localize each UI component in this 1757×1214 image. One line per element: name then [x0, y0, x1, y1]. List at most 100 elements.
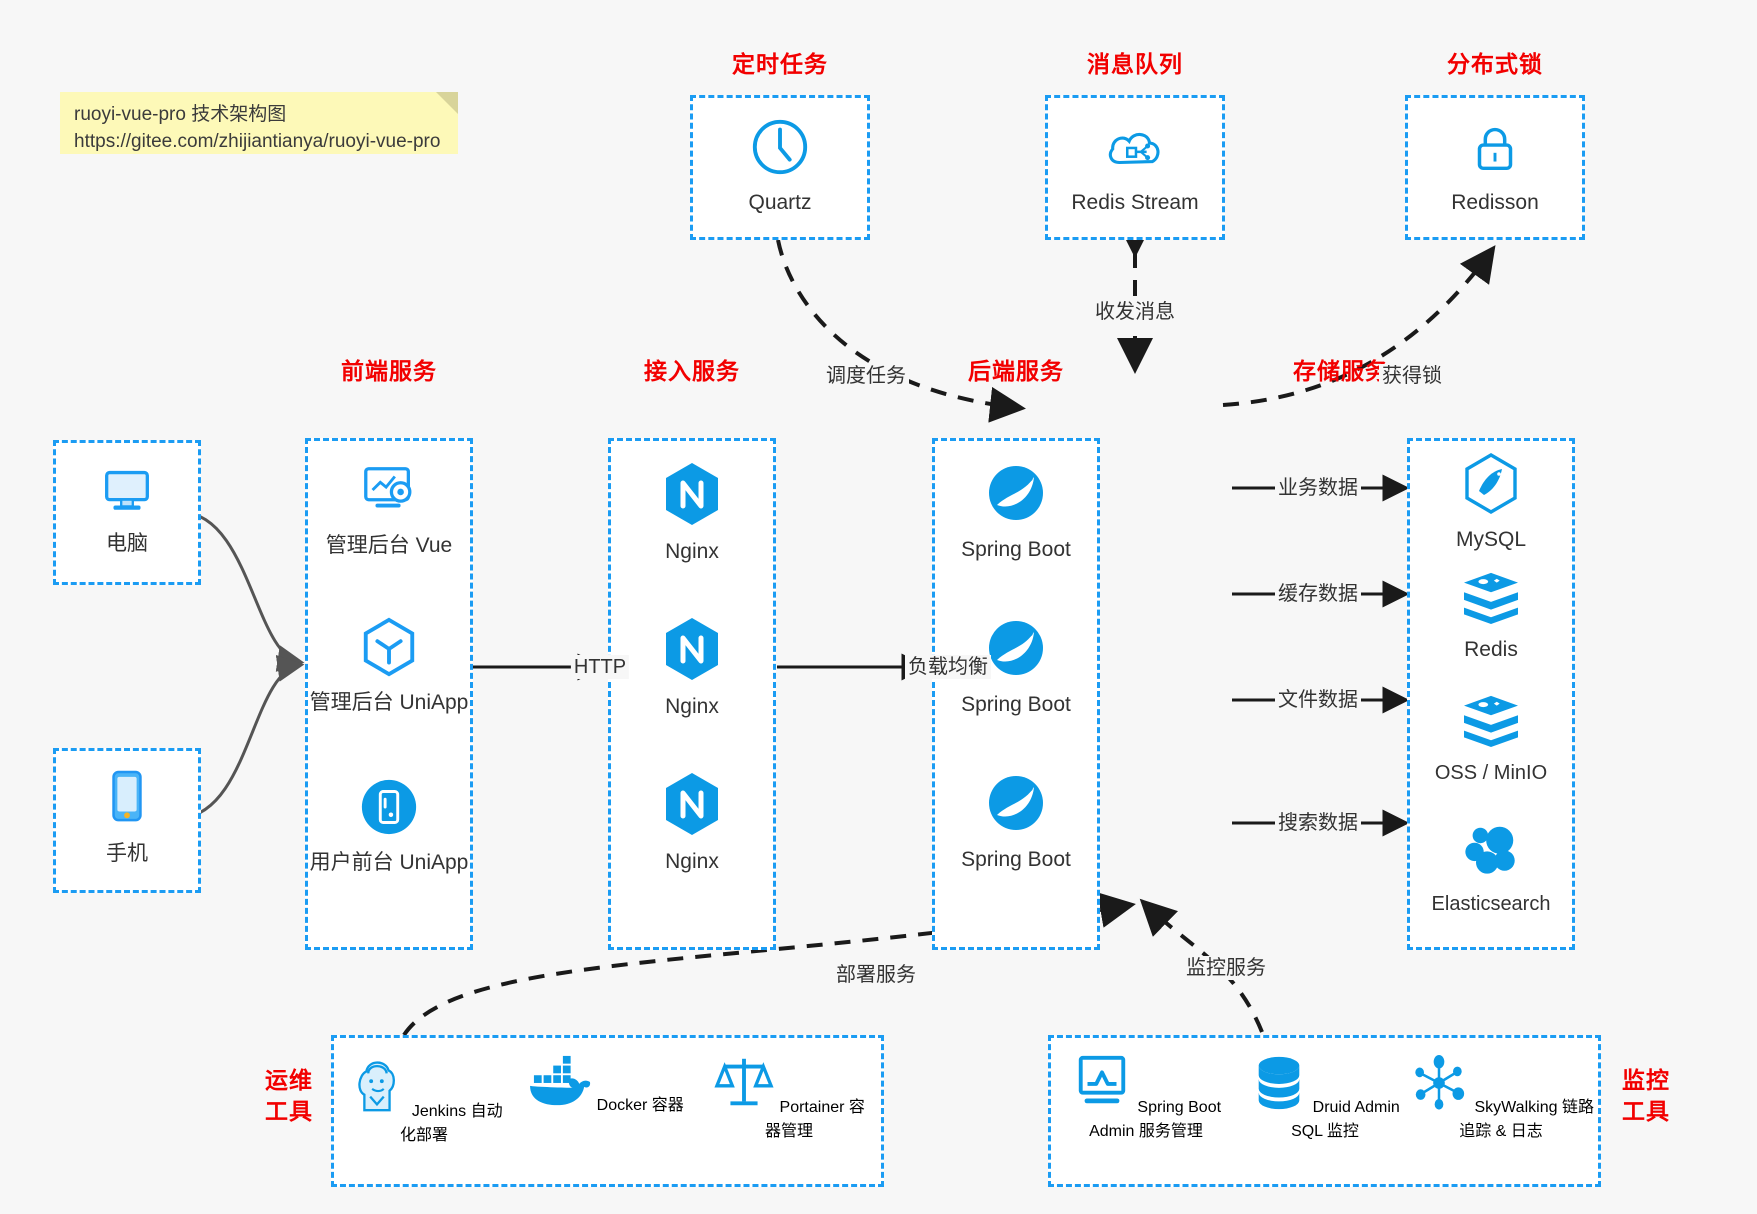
cloud-stream-icon [1048, 116, 1222, 183]
edge-label-http: HTTP [570, 655, 630, 679]
docker-icon [528, 1055, 596, 1114]
node-label: Docker [596, 1097, 648, 1114]
node-label: Portainer [779, 1099, 845, 1116]
node-desktop[interactable]: 电脑 [56, 459, 198, 558]
group-box-mobile-client: 手机 [53, 748, 201, 893]
database-icon [1250, 1056, 1312, 1116]
spring-boot-icon [935, 771, 1097, 840]
note-line-title: ruoyi-vue-pro 技术架构图 [74, 104, 287, 125]
node-label: Quartz [748, 191, 812, 214]
node-label: 手机 [106, 842, 148, 865]
group-title-gateway: 接入服务 [644, 358, 740, 384]
node-redisson[interactable]: Redisson [1408, 116, 1582, 217]
node-skywalking[interactable]: SkyWalking 链路追踪 & 日志 [1401, 1054, 1601, 1141]
node-spring-boot-2[interactable]: Spring Boot [935, 616, 1097, 719]
redis-icon [1410, 571, 1572, 630]
node-label: 管理后台 UniApp [309, 691, 469, 714]
node-sublabel: 容器管理 [764, 1099, 865, 1140]
node-mysql[interactable]: MySQL [1410, 453, 1572, 554]
edge-label-message: 收发消息 [1092, 300, 1178, 324]
node-spring-boot-3[interactable]: Spring Boot [935, 771, 1097, 874]
node-quartz[interactable]: Quartz [693, 116, 867, 217]
node-sublabel: SQL 监控 [1291, 1123, 1359, 1140]
node-elasticsearch[interactable]: Elasticsearch [1410, 819, 1572, 918]
nginx-icon [611, 616, 773, 687]
group-box-monitor: Spring Boot Admin 服务管理 Druid Admin SQL 监… [1048, 1035, 1601, 1187]
edge-label-acquire-lock: 获得锁 [1379, 364, 1445, 388]
group-title-mq: 消息队列 [1087, 51, 1183, 77]
oss-minio-icon [1410, 694, 1572, 753]
node-sublabel: 服务管理 [1138, 1123, 1203, 1140]
lock-icon [1408, 116, 1582, 183]
node-spring-boot-admin[interactable]: Spring Boot Admin 服务管理 [1047, 1054, 1245, 1141]
node-druid-admin[interactable]: Druid Admin SQL 监控 [1239, 1054, 1411, 1141]
elasticsearch-icon [1410, 819, 1572, 884]
group-title-monitor: 监控 工具 [1615, 1065, 1677, 1127]
spring-boot-icon [935, 616, 1097, 685]
node-label: Nginx [665, 695, 719, 718]
edge-label-monitor-service: 监控服务 [1183, 956, 1269, 980]
node-mobile[interactable]: 手机 [56, 767, 198, 868]
node-jenkins[interactable]: Jenkins 自动化部署 [344, 1054, 504, 1145]
edge-label-business-data: 业务数据 [1275, 476, 1361, 500]
uniapp-cube-icon [308, 616, 470, 683]
edge-label-load-balance: 负载均衡 [905, 655, 991, 679]
node-label: Nginx [665, 850, 719, 873]
nginx-icon [611, 461, 773, 532]
group-box-storage: MySQL Redis [1407, 438, 1575, 950]
nginx-icon [611, 771, 773, 842]
node-docker[interactable]: Docker 容器 [526, 1054, 686, 1115]
node-label: Elasticsearch [1431, 893, 1551, 915]
portainer-scale-icon [713, 1058, 779, 1116]
node-nginx-1[interactable]: Nginx [611, 461, 773, 566]
group-box-devops: Jenkins 自动化部署 Docker 容器 [331, 1035, 884, 1187]
node-label: MySQL [1455, 528, 1526, 551]
node-oss-minio[interactable]: OSS / MinIO [1410, 694, 1572, 787]
edge-label-file-data: 文件数据 [1275, 688, 1361, 712]
node-admin-uniapp[interactable]: 管理后台 UniApp [308, 616, 470, 717]
group-box-lock: Redisson [1405, 95, 1585, 240]
node-label: Spring Boot [961, 848, 1071, 871]
edge-label-schedule-task: 调度任务 [823, 364, 909, 388]
node-nginx-3[interactable]: Nginx [611, 771, 773, 876]
node-label: Spring Boot Admin [1089, 1099, 1222, 1140]
node-label: 电脑 [106, 532, 148, 555]
node-redis-stream[interactable]: Redis Stream [1048, 116, 1222, 217]
node-nginx-2[interactable]: Nginx [611, 616, 773, 721]
node-portainer[interactable]: Portainer 容器管理 [709, 1054, 869, 1141]
group-box-desktop-client: 电脑 [53, 440, 201, 585]
node-sublabel: 容器 [651, 1097, 684, 1114]
group-title-backend: 后端服务 [968, 358, 1064, 384]
node-label: Nginx [665, 540, 719, 563]
group-box-mq: Redis Stream [1045, 95, 1225, 240]
node-label: Redis [1464, 638, 1518, 661]
jenkins-icon [345, 1061, 411, 1120]
node-label: 用户前台 UniApp [309, 851, 469, 874]
note-line-url: https://gitee.com/zhijiantianya/ruoyi-vu… [74, 131, 441, 152]
group-title-storage: 存储服务 [1293, 358, 1389, 384]
node-label: Druid Admin [1312, 1099, 1400, 1116]
node-label: 管理后台 Vue [325, 534, 453, 557]
mobile-icon [56, 767, 198, 834]
diagram-note: ruoyi-vue-pro 技术架构图 https://gitee.com/zh… [60, 92, 458, 154]
node-spring-boot-1[interactable]: Spring Boot [935, 461, 1097, 564]
node-label: SkyWalking [1474, 1099, 1558, 1116]
group-box-gateway: Nginx Nginx Nginx [608, 438, 776, 950]
group-box-scheduler: Quartz [690, 95, 870, 240]
note-fold-corner [436, 92, 458, 114]
node-label: OSS / MinIO [1434, 762, 1548, 784]
node-redis[interactable]: Redis [1410, 571, 1572, 664]
group-box-backend: Spring Boot Spring Boot Spring Boot [932, 438, 1100, 950]
node-admin-vue[interactable]: 管理后台 Vue [308, 461, 470, 560]
group-title-lock: 分布式锁 [1447, 51, 1543, 77]
node-user-uniapp[interactable]: 用户前台 UniApp [308, 776, 470, 877]
node-label: Redis Stream [1071, 191, 1199, 214]
admin-dashboard-icon [308, 461, 470, 526]
group-title-devops: 运维 工具 [258, 1065, 320, 1127]
mysql-icon [1410, 453, 1572, 520]
group-title-frontend: 前端服务 [341, 358, 437, 384]
mobile-app-icon [308, 776, 470, 843]
group-title-scheduler: 定时任务 [732, 51, 828, 77]
monitor-screen-icon [1071, 1055, 1137, 1116]
